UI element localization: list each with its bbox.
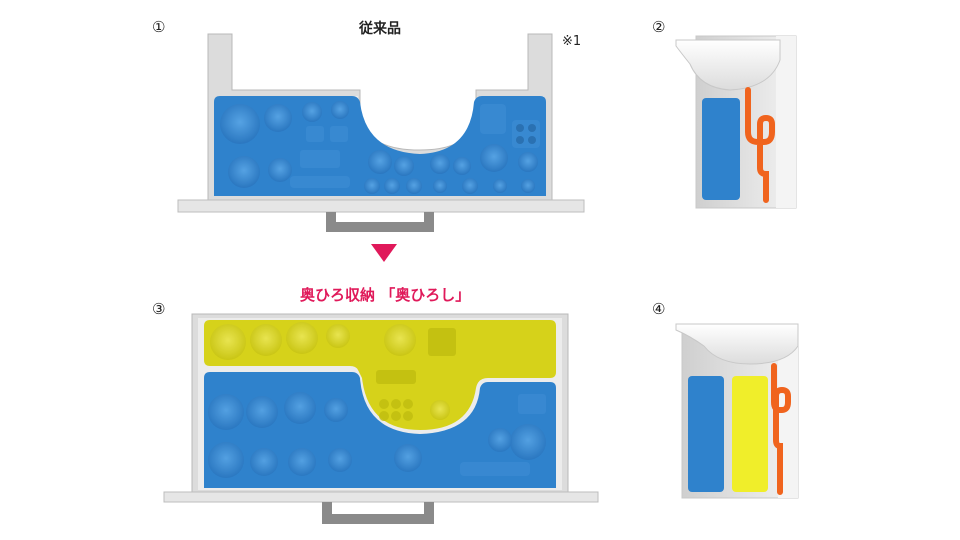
side-storage-blue [688, 376, 724, 492]
conventional-drawer [177, 33, 585, 232]
drawer-handle [326, 212, 434, 232]
down-arrow-icon [371, 244, 397, 262]
footnote-mark: ※1 [562, 34, 582, 49]
step-number-3: ③ [152, 300, 166, 318]
step-number-4: ④ [652, 300, 666, 318]
conventional-product-title: 従来品 [359, 21, 401, 37]
basin [675, 323, 799, 365]
drain-pipe [745, 87, 775, 203]
new-drawer [163, 313, 599, 524]
drawer-front [163, 491, 599, 503]
step-number-2: ② [652, 18, 666, 36]
conventional-side-view [675, 35, 797, 209]
drawer-handle [322, 502, 434, 524]
side-storage-yellow [732, 376, 768, 492]
drawer-front [177, 199, 585, 213]
side-storage-blue [702, 98, 740, 200]
step-number-1: ① [152, 18, 166, 36]
new-product-title: 奥ひろ収納 「奥ひろし」 [300, 286, 471, 304]
drain-pipe [771, 363, 791, 495]
new-side-view [675, 323, 799, 499]
basin [675, 39, 781, 91]
